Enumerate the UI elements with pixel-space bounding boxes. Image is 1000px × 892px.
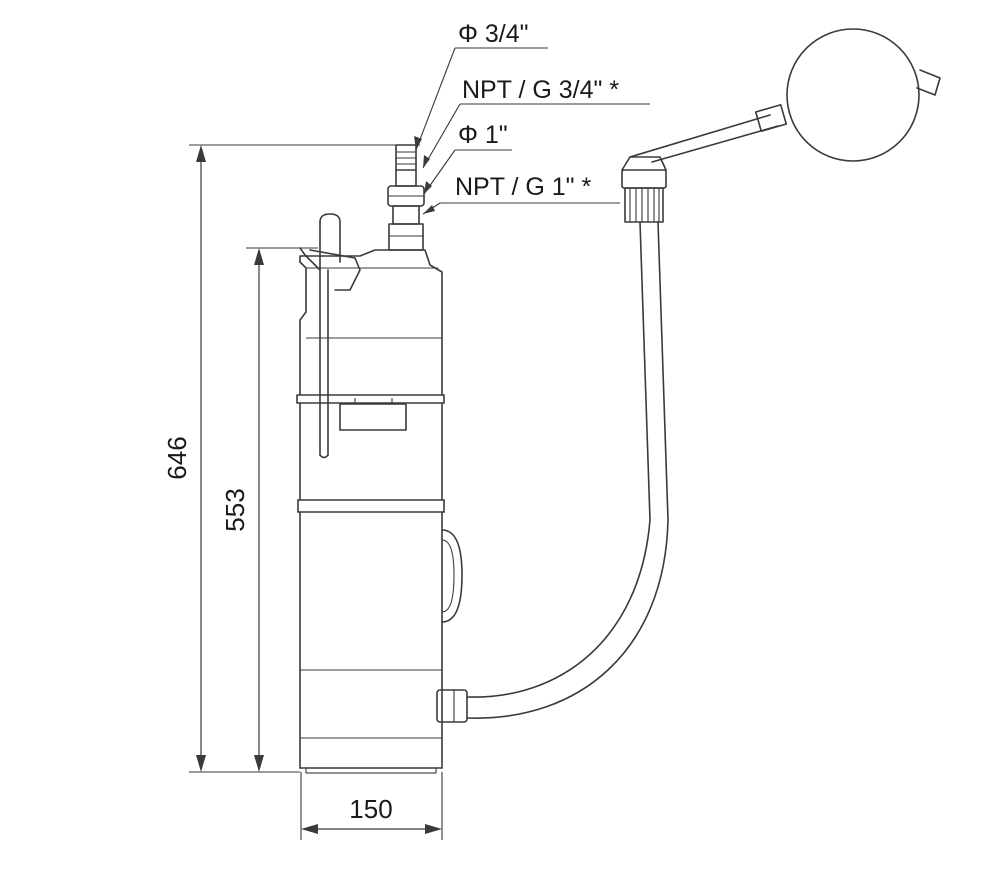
body-height-label: 553: [220, 488, 250, 531]
width-label: 150: [349, 794, 392, 824]
label-outlet-diameter-small: Φ 3/4": [458, 20, 529, 48]
float-switch: [629, 28, 941, 163]
carry-bracket: [299, 213, 361, 459]
dimension-body-height: 553: [220, 247, 318, 772]
dimension-width: 150: [300, 772, 443, 840]
float-hose: [466, 156, 669, 719]
total-height-label: 646: [162, 436, 192, 479]
pump-body: [296, 249, 468, 774]
outlet-connector: [387, 144, 425, 251]
label-outlet-diameter-large: Φ 1": [458, 121, 508, 149]
leader-lines: [414, 47, 650, 215]
label-outlet-thread-small: NPT / G 3/4" *: [462, 76, 619, 104]
label-outlet-thread-large: NPT / G 1" *: [455, 173, 592, 201]
dimension-total-height: 646: [162, 144, 420, 773]
